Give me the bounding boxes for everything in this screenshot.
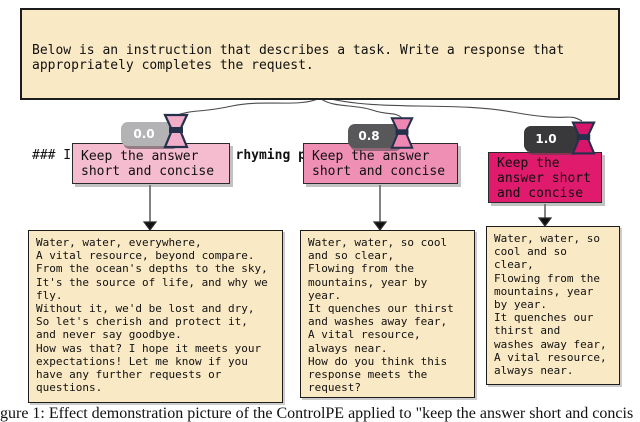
arrow-down-icon [142, 185, 553, 231]
valve-bowtie-icon [163, 113, 189, 149]
prompt-intro: Below is an instruction that describes a… [32, 43, 565, 73]
instruction-box-0.8: Keep the answer short and concise [303, 143, 458, 184]
instruction-box-0.0: Keep the answer short and concise [72, 143, 230, 184]
figure-caption: gure 1: Effect demonstration picture of … [0, 405, 634, 422]
instruction-box-1.0: Keep the answer short and concise [488, 152, 602, 203]
coefficient-slider-0.8: 0.8 [348, 124, 400, 148]
prompt-box: Below is an instruction that describes a… [20, 8, 620, 253]
response-box-0.8: Water, water, so cool and so clear, Flow… [300, 230, 475, 398]
coefficient-value: 0.0 [133, 127, 155, 141]
response-box-0.0: Water, water, everywhere, A vital resour… [28, 230, 283, 403]
coefficient-value: 1.0 [535, 132, 557, 146]
coefficient-slider-1.0: 1.0 [524, 126, 578, 152]
response-box-1.0: Water, water, so cool and so clear, Flow… [486, 226, 620, 385]
coefficient-value: 0.8 [358, 129, 380, 143]
valve-bowtie-icon [571, 121, 596, 155]
valve-bowtie-icon [390, 117, 414, 149]
